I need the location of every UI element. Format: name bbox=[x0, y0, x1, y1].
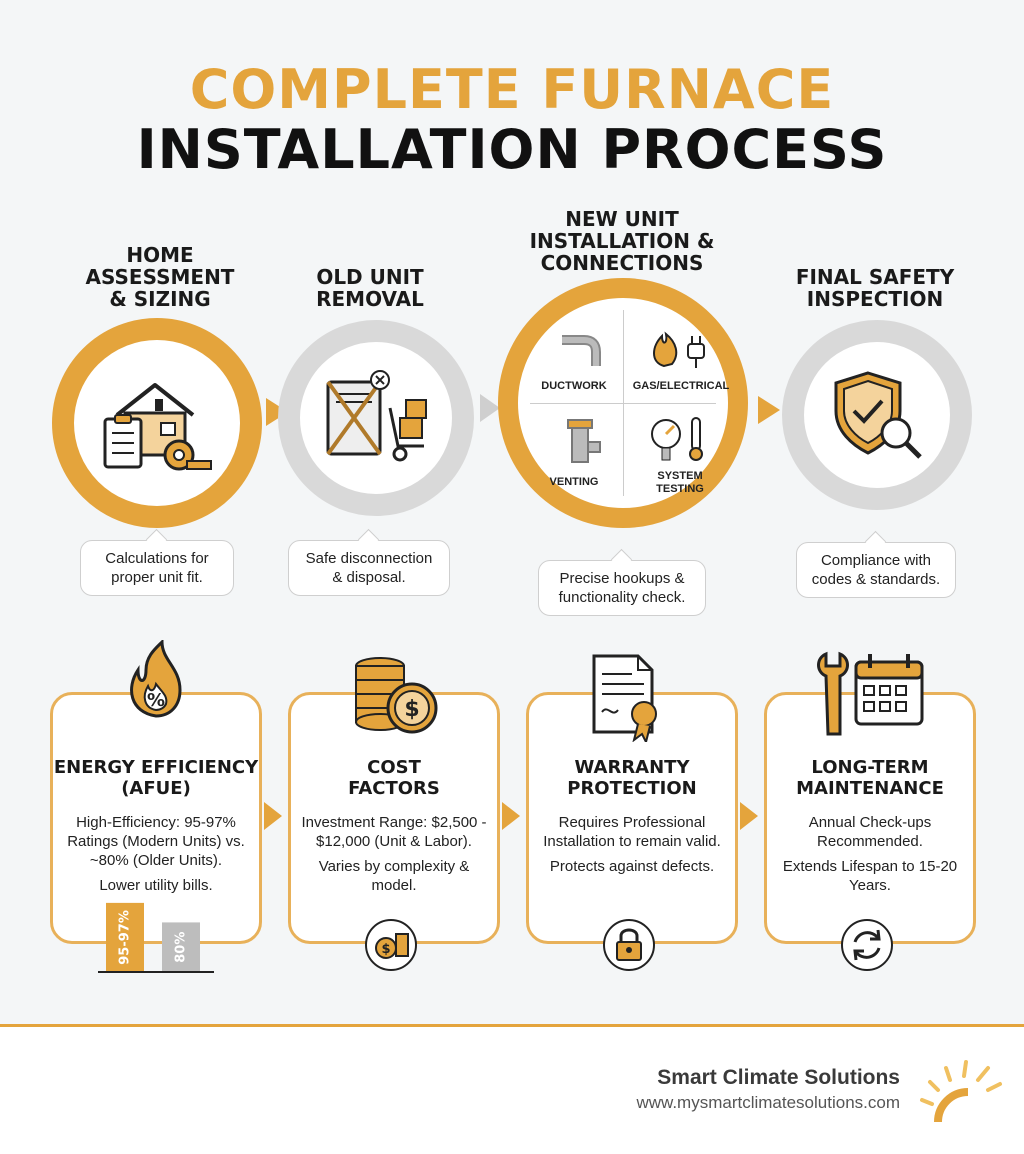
svg-text:$: $ bbox=[404, 697, 419, 722]
step-4-circle bbox=[782, 320, 972, 510]
arrow-3 bbox=[758, 396, 780, 424]
coins-dollar-icon: $ bbox=[355, 657, 438, 734]
efficiency-bar-label-1: 95-97% bbox=[118, 910, 133, 965]
sub-item-gas-electrical: GAS/ELECTRICAL bbox=[632, 380, 730, 392]
brand-block: Smart Climate Solutions www.mysmartclima… bbox=[636, 1066, 900, 1113]
sun-logo-icon bbox=[920, 1060, 1002, 1123]
efficiency-bar-2 bbox=[162, 922, 200, 972]
house-clipboard-tape-icon bbox=[103, 383, 212, 471]
card-4-text: Annual Check-ups Recommended.Extends Lif… bbox=[782, 814, 958, 894]
step-2-note: Safe disconnection& disposal. bbox=[288, 540, 450, 596]
title-line-2: INSTALLATION PROCESS bbox=[136, 118, 888, 181]
footer bbox=[0, 1027, 1024, 1154]
card-energy-efficiency: ENERGY EFFICIENCY(AFUE) High-Efficiency:… bbox=[50, 692, 262, 944]
card-arrow-3 bbox=[740, 802, 758, 830]
card-1-text: High-Efficiency: 95-97% Ratings (Modern … bbox=[67, 814, 245, 894]
ductwork-icon bbox=[562, 335, 601, 366]
certificate-icon bbox=[592, 654, 657, 742]
flame-plug-icon bbox=[653, 331, 705, 368]
vent-pipe-icon bbox=[567, 419, 601, 463]
padlock-icon bbox=[603, 919, 655, 971]
shield-magnifier-icon bbox=[834, 371, 922, 459]
flame-percent-icon: % bbox=[130, 640, 182, 718]
svg-text:$: $ bbox=[381, 942, 390, 957]
efficiency-bar-label-2: 80% bbox=[174, 932, 189, 963]
step-2-circle bbox=[278, 320, 474, 516]
card-1-title: ENERGY EFFICIENCY(AFUE) bbox=[53, 757, 259, 799]
brand-url[interactable]: www.mysmartclimatesolutions.com bbox=[636, 1093, 900, 1112]
title-line-1: COMPLETE FURNACE bbox=[189, 58, 835, 121]
svg-text:%: % bbox=[147, 690, 165, 711]
card-arrow-1 bbox=[264, 802, 282, 830]
card-3-text: Requires Professional Installation to re… bbox=[543, 814, 721, 875]
footer-divider bbox=[0, 1024, 1024, 1027]
step-3-note: Precise hookups &functionality check. bbox=[538, 560, 706, 616]
card-arrow-2 bbox=[502, 802, 520, 830]
step-1-circle bbox=[52, 318, 262, 528]
efficiency-bar-1 bbox=[106, 902, 144, 972]
sub-item-ductwork: DUCTWORK bbox=[541, 380, 607, 392]
sub-item-venting: VENTING bbox=[549, 476, 599, 488]
gauge-thermometer-icon bbox=[651, 417, 703, 461]
wrench-calendar-icon bbox=[817, 651, 924, 736]
brand-name: Smart Climate Solutions bbox=[657, 1066, 900, 1089]
efficiency-bar-chart: 95-97% 80% bbox=[98, 902, 214, 973]
old-furnace-dolly-icon bbox=[326, 370, 427, 462]
card-2-text: Investment Range: $2,500 - $12,000 (Unit… bbox=[301, 814, 487, 894]
refresh-icon bbox=[841, 919, 893, 971]
coin-dollar-icon: $ bbox=[365, 919, 417, 971]
arrow-2 bbox=[480, 394, 500, 422]
